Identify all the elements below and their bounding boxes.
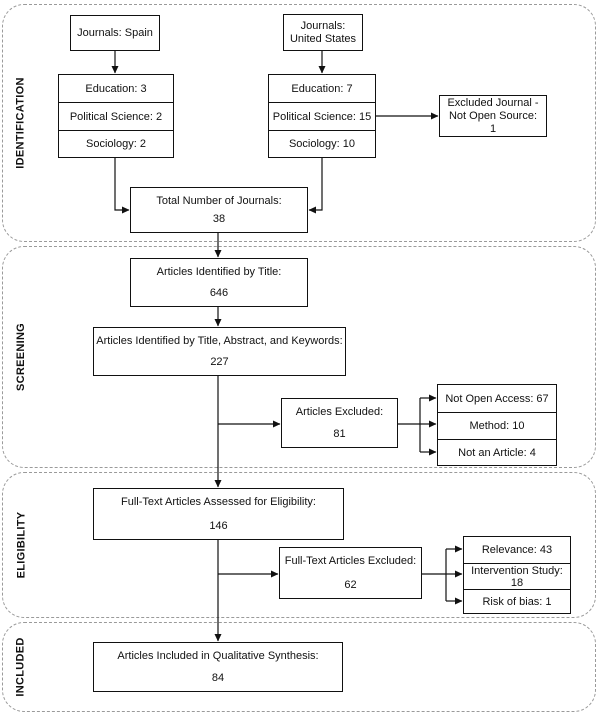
fulltext-assessed-box: Full-Text Articles Assessed for Eligibil… bbox=[93, 488, 344, 540]
identification-phase bbox=[2, 4, 596, 242]
fulltext-assessed-label: Full-Text Articles Assessed for Eligibil… bbox=[120, 496, 316, 508]
included-value: 84 bbox=[211, 672, 225, 684]
spain-political-science: Political Science: 2 bbox=[59, 102, 173, 130]
articles-tak-box: Articles Identified by Title, Abstract, … bbox=[93, 327, 346, 376]
reason-not-an-article: Not an Article: 4 bbox=[438, 439, 556, 465]
articles-excluded-value: 81 bbox=[333, 428, 346, 440]
total-journals-value: 38 bbox=[212, 213, 226, 225]
included-phase bbox=[2, 622, 596, 712]
screening-phase bbox=[2, 246, 596, 468]
us-sociology: Sociology: 10 bbox=[269, 130, 375, 157]
reason-not-open-access: Not Open Access: 67 bbox=[445, 392, 549, 405]
reason-method: Method: 10 bbox=[438, 412, 556, 439]
us-disciplines-box: Education: 7 Political Science: 15 Socio… bbox=[268, 74, 376, 158]
us-political-science: Political Science: 15 bbox=[269, 102, 375, 130]
journals-spain-text: Journals: Spain bbox=[77, 26, 153, 39]
fulltext-assessed-value: 146 bbox=[209, 520, 228, 532]
spain-sociology: Sociology: 2 bbox=[59, 130, 173, 157]
eligibility-phase bbox=[2, 472, 596, 618]
exclusion-reasons-box: Not Open Access: 67 Method: 10 Not an Ar… bbox=[437, 384, 557, 466]
articles-tak-value: 227 bbox=[210, 356, 229, 368]
excluded-journal-text: Excluded Journal - Not Open Source: 1 bbox=[447, 96, 539, 135]
fulltext-excluded-box: Full-Text Articles Excluded: 62 bbox=[279, 547, 422, 599]
reason-risk-of-bias: Risk of bias: 1 bbox=[464, 589, 570, 613]
articles-excluded-label: Articles Excluded: bbox=[295, 406, 384, 418]
journals-spain-box: Journals: Spain bbox=[70, 15, 160, 51]
journals-us-text: Journals: United States bbox=[289, 19, 357, 45]
excluded-journal-box: Excluded Journal - Not Open Source: 1 bbox=[439, 95, 547, 137]
articles-by-title-label: Articles Identified by Title: bbox=[156, 266, 282, 278]
reason-intervention-study: Intervention Study: 18 bbox=[464, 563, 570, 589]
articles-tak-label: Articles Identified by Title, Abstract, … bbox=[96, 335, 343, 347]
articles-excluded-box: Articles Excluded: 81 bbox=[281, 398, 398, 448]
us-education: Education: 7 bbox=[291, 82, 353, 95]
journals-us-box: Journals: United States bbox=[283, 14, 363, 51]
reason-relevance: Relevance: 43 bbox=[481, 544, 553, 556]
total-journals-label: Total Number of Journals: bbox=[156, 195, 282, 207]
articles-by-title-box: Articles Identified by Title: 646 bbox=[130, 258, 308, 307]
articles-by-title-value: 646 bbox=[209, 287, 229, 299]
fulltext-excluded-label: Full-Text Articles Excluded: bbox=[284, 555, 417, 567]
fulltext-reasons-box: Relevance: 43 Intervention Study: 18 Ris… bbox=[463, 536, 571, 614]
fulltext-excluded-value: 62 bbox=[344, 579, 357, 591]
included-box: Articles Included in Qualitative Synthes… bbox=[93, 642, 343, 692]
included-label: Articles Included in Qualitative Synthes… bbox=[117, 650, 319, 662]
spain-education: Education: 3 bbox=[85, 82, 147, 95]
total-journals-box: Total Number of Journals: 38 bbox=[130, 187, 308, 233]
spain-disciplines-box: Education: 3 Political Science: 2 Sociol… bbox=[58, 74, 174, 158]
